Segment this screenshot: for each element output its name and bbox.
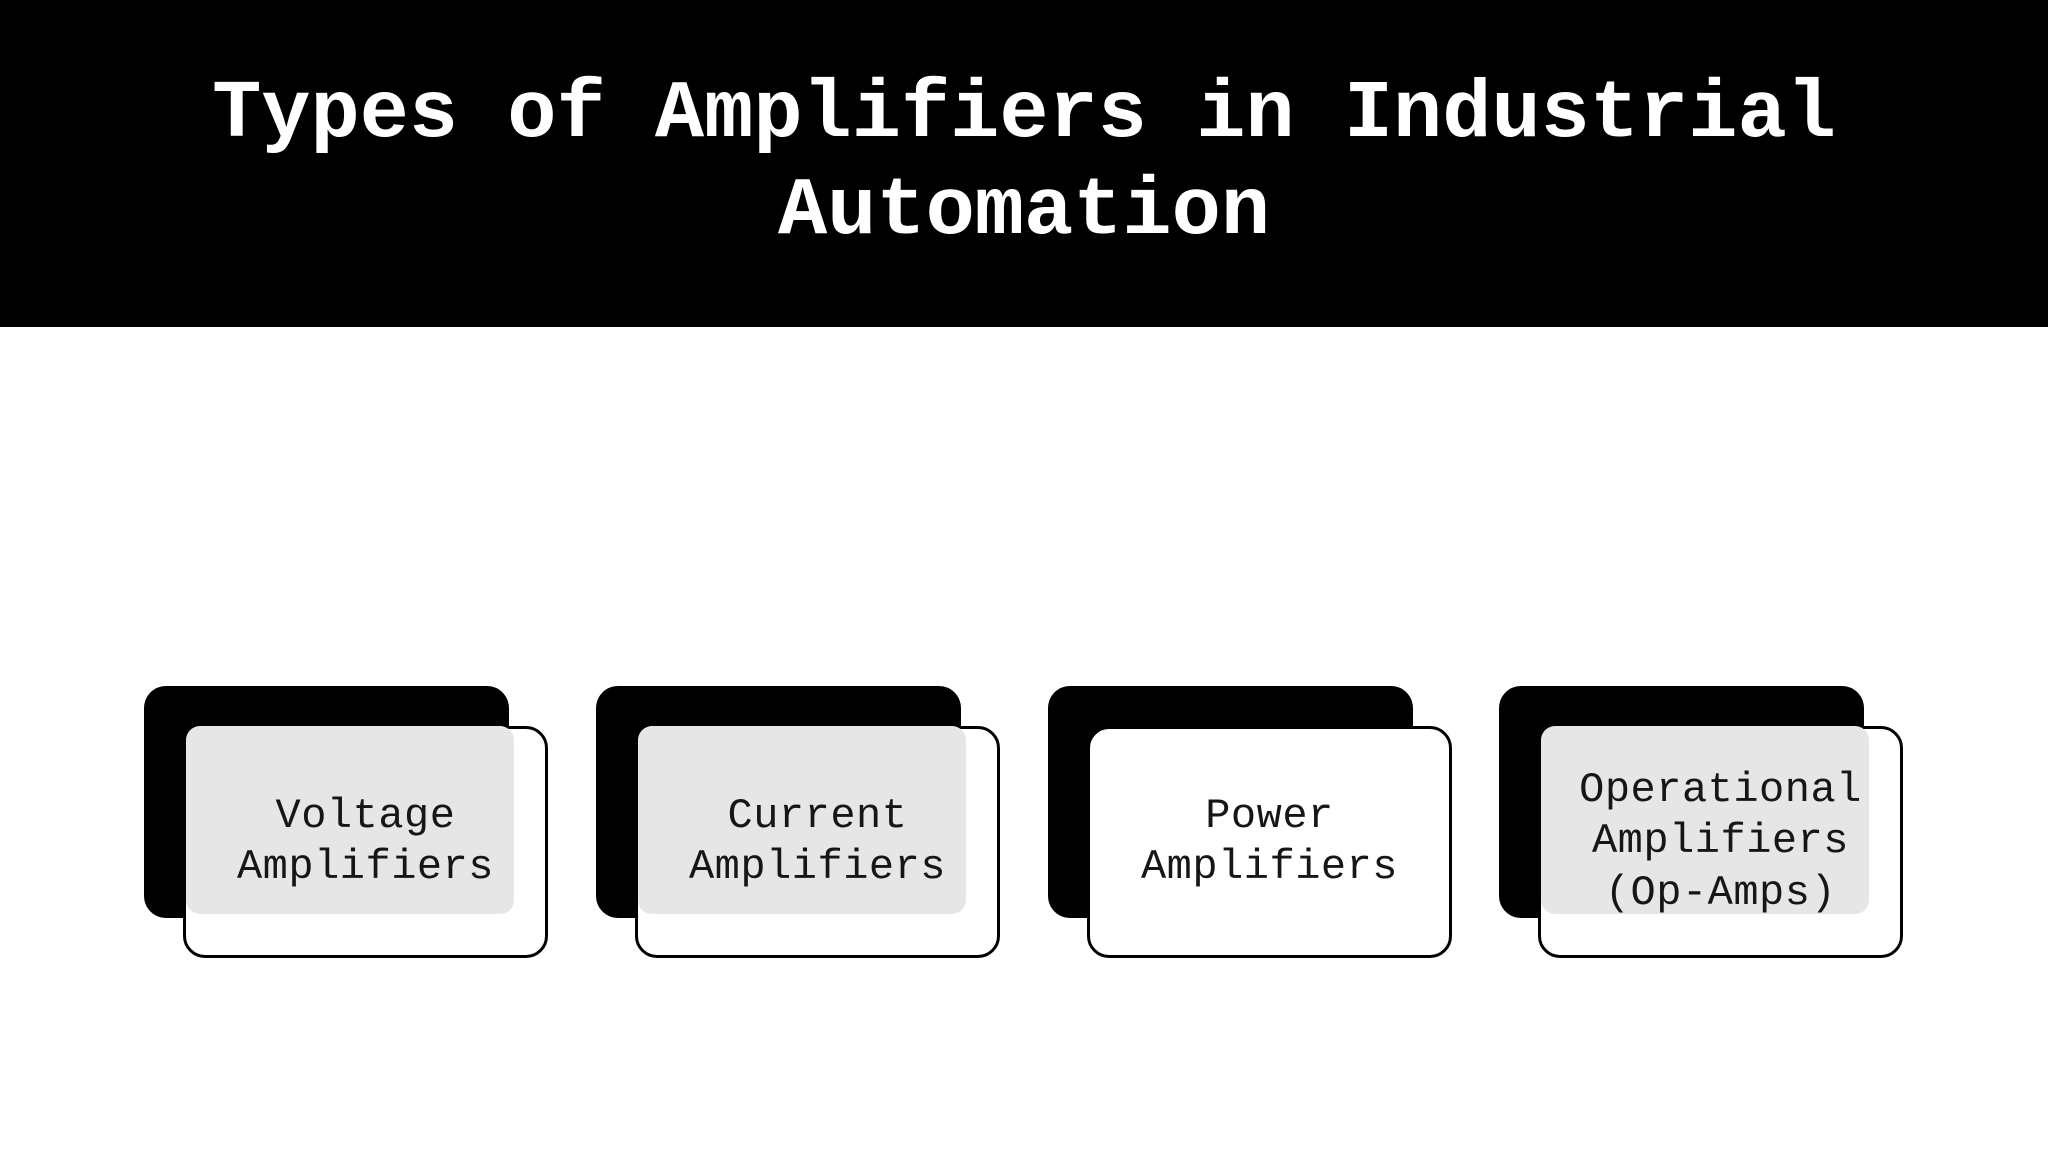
title-banner: Types of Amplifiers in Industrial Automa… [0,0,2048,327]
amplifier-card-current[interactable]: Current Amplifiers [596,686,1000,958]
card-front-plate[interactable] [1087,726,1452,958]
amplifier-card-voltage[interactable]: Voltage Amplifiers [144,686,548,958]
page-title: Types of Amplifiers in Industrial Automa… [212,67,1836,258]
card-text-panel [186,726,514,914]
card-text-panel [1541,726,1869,914]
card-text-panel [638,726,966,914]
amplifier-card-operational[interactable]: Operational Amplifiers (Op-Amps) [1499,686,1903,958]
amplifier-card-row: Voltage Amplifiers Current Amplifiers Po… [144,686,1904,1006]
amplifier-card-power[interactable]: Power Amplifiers [1048,686,1452,958]
